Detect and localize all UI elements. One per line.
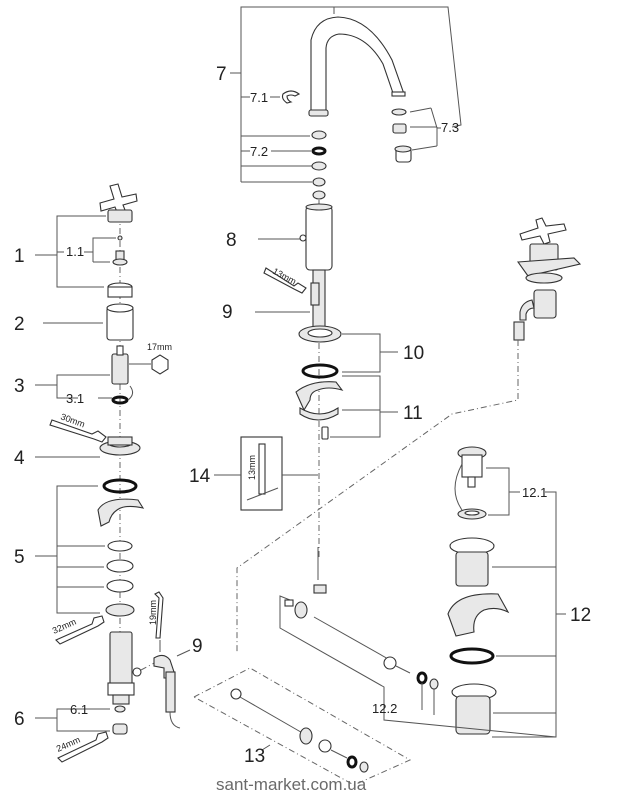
threaded-shank: [109, 631, 133, 689]
wrench-19mm-size: 19mm: [148, 600, 158, 625]
label-11: 11: [403, 403, 423, 424]
label-3-1: 3.1: [66, 391, 84, 406]
hex-size: 17mm: [147, 342, 172, 352]
label-3: 3: [14, 376, 25, 397]
wrench-30mm: [49, 419, 107, 443]
label-6: 6: [14, 709, 25, 730]
wrench-32mm: [55, 615, 105, 645]
label-7-1: 7.1: [250, 90, 268, 105]
label-7-2: 7.2: [250, 144, 268, 159]
body-8: [305, 205, 333, 271]
pop-up-rod-12-2: 12.2: [279, 547, 557, 738]
watermark: sant-market.com.ua: [216, 775, 367, 794]
label-12-1: 12.1: [522, 485, 547, 500]
pivot-ball: [294, 601, 308, 619]
label-7: 7: [216, 64, 227, 85]
label-10: 10: [403, 343, 424, 364]
label-1-1: 1.1: [66, 244, 84, 259]
label-8: 8: [226, 230, 237, 251]
label-7-3: 7.3: [441, 120, 459, 135]
right-valve: [513, 217, 582, 380]
wrench-19mm: [154, 591, 164, 639]
wrench-24mm: [57, 731, 109, 763]
tool-14-size: 13mm: [247, 455, 257, 480]
label-9-top: 9: [222, 302, 233, 323]
label-14: 14: [189, 466, 211, 487]
pop-up-waste-12: 12.1 12: [236, 380, 591, 738]
clip-7-1: [281, 90, 301, 104]
o-ring-10: [301, 363, 339, 379]
central-body: 8 13mm 9 10 11 13mm 14: [189, 200, 424, 560]
left-valve: 1 1.1 2 17mm 3 3.1 30mm 4: [14, 183, 203, 763]
cross-handle-right[interactable]: [519, 217, 567, 245]
o-ring-12: [449, 647, 495, 665]
label-12: 12: [570, 605, 591, 626]
label-9-bottom: 9: [192, 636, 203, 657]
spout-group-7: 7 7.1 7.2 7.3: [216, 6, 462, 200]
hex-17mm-icon: [151, 354, 169, 375]
cartridge-3: [111, 353, 129, 385]
spout: [310, 16, 405, 113]
label-6-1: 6.1: [70, 702, 88, 717]
label-1: 1: [14, 246, 25, 267]
wrench-13mm: [263, 267, 307, 294]
rod-kit-13: 13: [192, 667, 412, 786]
label-2: 2: [14, 314, 25, 335]
fixing-plate-11: [299, 406, 339, 421]
cross-handle-left[interactable]: [99, 183, 138, 218]
label-5: 5: [14, 547, 25, 568]
label-12-2: 12.2: [372, 701, 397, 716]
nut-6: [112, 723, 128, 735]
label-13: 13: [244, 746, 265, 767]
o-ring-5: [102, 478, 138, 494]
label-4: 4: [14, 448, 25, 469]
